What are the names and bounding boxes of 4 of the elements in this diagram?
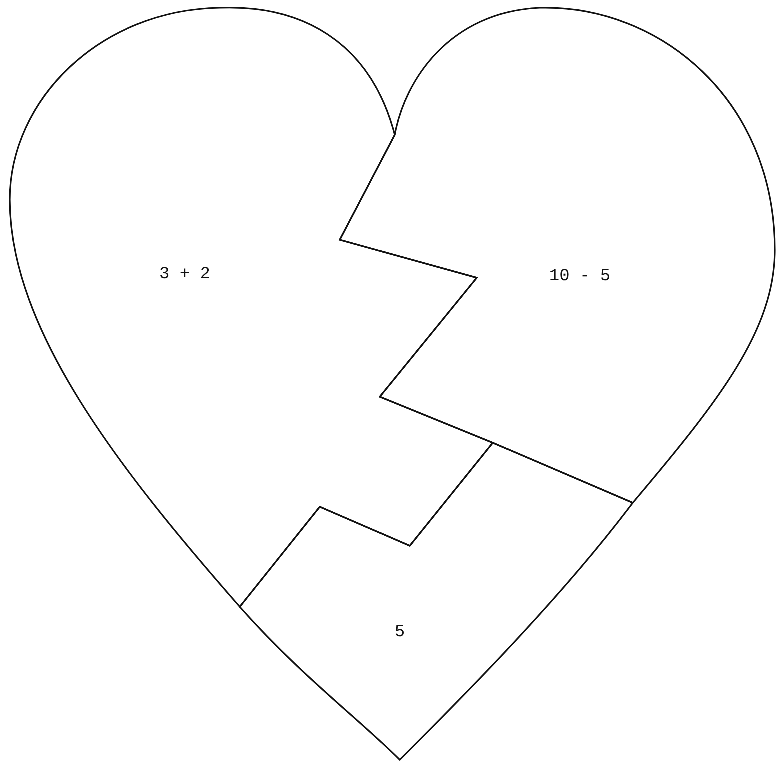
heart-puzzle-piece: [236, 439, 637, 763]
piece-label: 3 + 2: [160, 266, 210, 284]
piece-label: 10 - 5: [549, 268, 611, 286]
piece-label: 5: [394, 624, 406, 642]
